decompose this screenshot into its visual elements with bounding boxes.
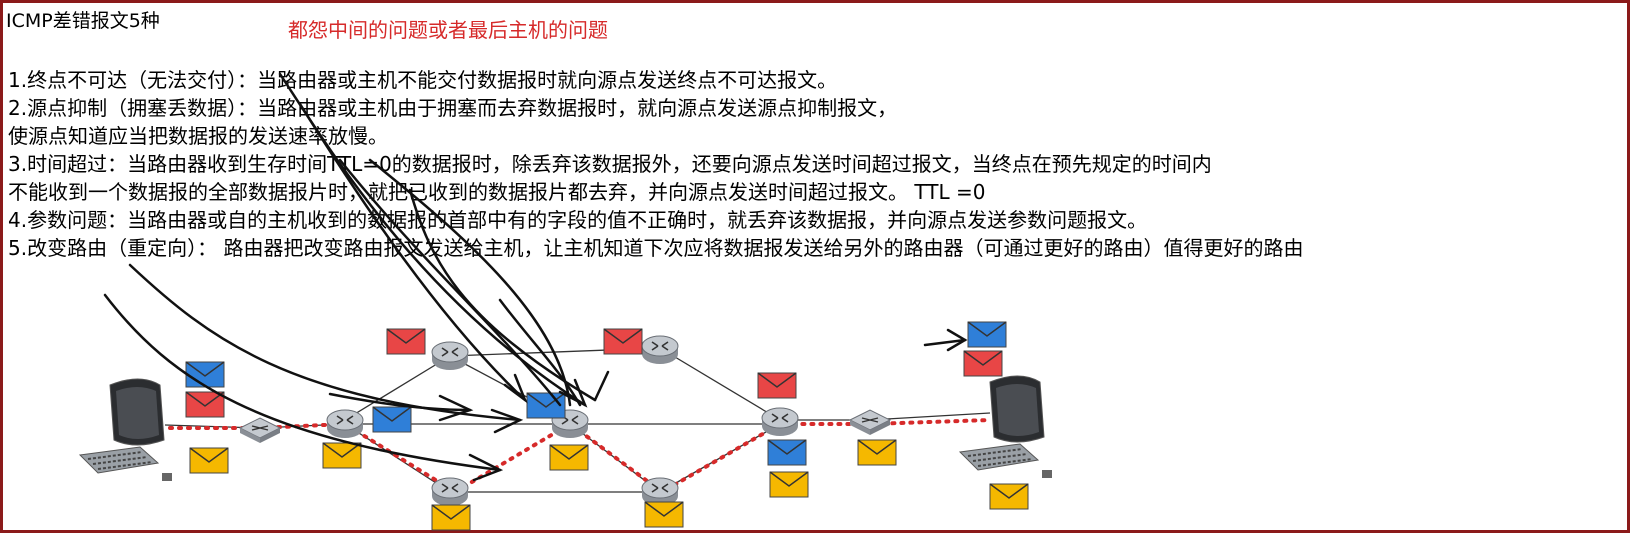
- envelope-icon: [644, 501, 684, 528]
- envelope-icon: [185, 361, 225, 388]
- text-line-6: 4.参数问题：当路由器或自的主机收到的数据报的首部中有的字段的值不正确时，就丢弃…: [8, 208, 1148, 232]
- arrow-annotation: [103, 72, 968, 482]
- envelope-icon: [549, 444, 589, 471]
- envelope-icon: [603, 328, 643, 355]
- envelope-icon: [989, 483, 1029, 510]
- router-icon: [641, 335, 679, 365]
- switch-icon: [239, 417, 281, 444]
- router-icon: [761, 407, 799, 437]
- envelope-icon: [372, 406, 412, 433]
- router-icon: [431, 477, 469, 507]
- packet-path: [168, 418, 992, 495]
- text-line-5: 不能收到一个数据报的全部数据报片时，就把已收到的数据报片都去弃，并向源点发送时间…: [8, 180, 986, 204]
- router-icon: [431, 341, 469, 371]
- envelope-icon: [185, 391, 225, 418]
- text-line-1: 1.终点不可达（无法交付）：当路由器或主机不能交付数据报时就向源点发送终点不可达…: [8, 68, 838, 92]
- envelope-icon: [189, 447, 229, 474]
- envelope-icon: [967, 321, 1007, 348]
- handwritten-annotation: 都怨中间的问题或者最后主机的问题: [288, 18, 608, 42]
- envelope-icon: [431, 504, 471, 531]
- envelope-icon: [386, 328, 426, 355]
- computer-icon: [959, 375, 1053, 479]
- switch-icon: [849, 409, 891, 436]
- text-line-7: 5.改变路由（重定向）： 路由器把改变路由报文发送给主机，让主机知道下次应将数据…: [8, 236, 1304, 260]
- envelope-icon: [767, 439, 807, 466]
- text-line-2: 2.源点抑制（拥塞丢数据）：当路由器或主机由于拥塞而去弃数据报时，就向源点发送源…: [8, 96, 898, 120]
- envelope-icon: [769, 471, 809, 498]
- text-line-4: 3.时间超过：当路由器收到生存时间TTL=0的数据报时，除丢弃该数据报外，还要向…: [8, 152, 1212, 176]
- envelope-icon: [322, 442, 362, 469]
- envelope-icon: [963, 350, 1003, 377]
- envelope-icon: [857, 439, 897, 466]
- computer-icon: [79, 378, 173, 482]
- envelope-icon: [757, 372, 797, 399]
- router-icon: [326, 409, 364, 439]
- text-block: 1.终点不可达（无法交付）：当路由器或主机不能交付数据报时就向源点发送终点不可达…: [8, 66, 1303, 262]
- page-title: ICMP差错报文5种: [6, 10, 160, 32]
